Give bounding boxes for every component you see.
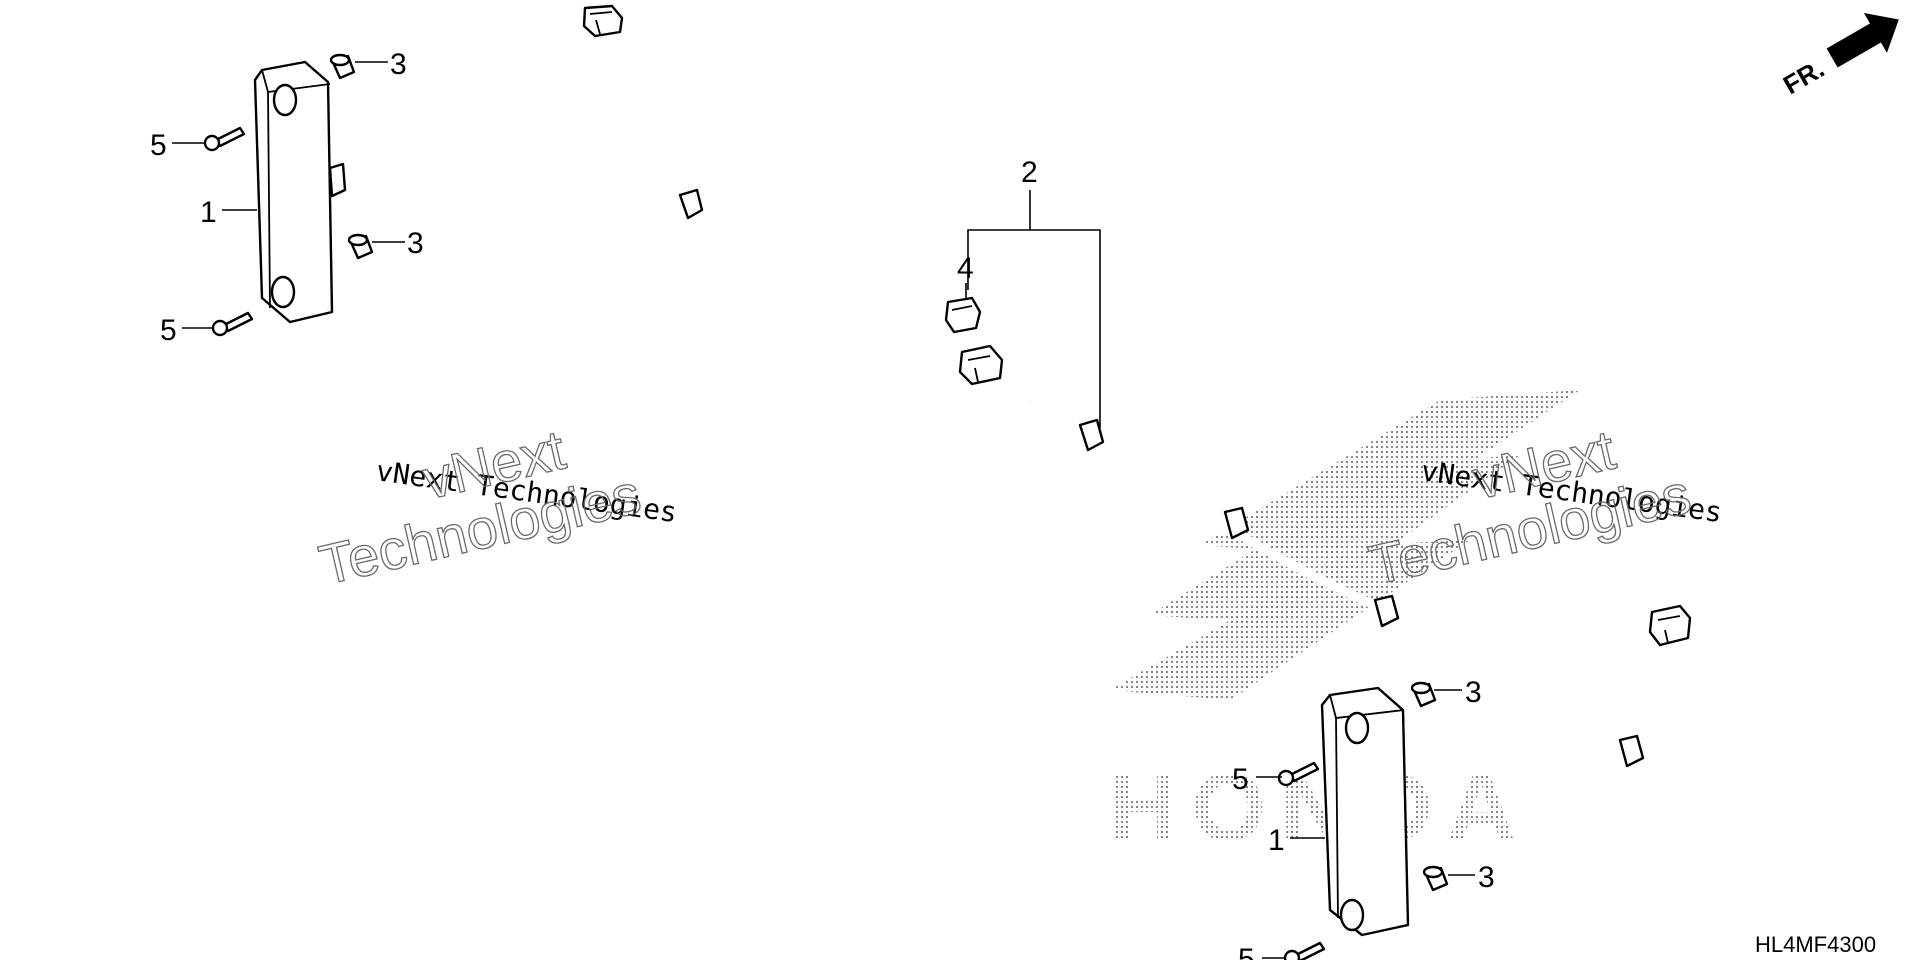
nut [329,53,356,80]
harness-clip [1373,594,1400,628]
callout-part-5: 5 [1238,943,1255,960]
front-arrow-icon [1826,13,1899,68]
harness-connector-top [582,4,624,38]
callout-part-3: 3 [390,48,407,81]
wire-harness [599,18,1713,756]
leader-lines [172,61,1475,959]
bolt [203,126,246,152]
nut [1422,865,1449,892]
callout-part-3: 3 [1478,861,1495,894]
harness-connector-mid [958,344,1004,386]
diagram-code: HL4MF4300 [1755,932,1876,957]
bolt [211,311,254,337]
callout-part-1: 1 [200,196,217,229]
bolt [1283,941,1326,965]
callout-part-1: 1 [1268,824,1285,857]
bolt [1277,761,1320,787]
watermark-outline-left: vNext Technologies [313,417,647,597]
harness-clip [1223,506,1250,540]
nut [1410,681,1437,708]
honda-brand-watermark: HONDA [1108,754,1530,861]
left-side-lamp [253,60,347,324]
nut [347,233,374,260]
right-side-lamp [1320,686,1410,937]
harness-clip [1618,734,1645,768]
lamp-mount-hole [1344,711,1370,745]
callout-part-2: 2 [1021,156,1038,189]
lamp-mount-hole [272,83,298,117]
harness-clip [1078,418,1105,452]
honda-wing-watermark [1110,390,1580,700]
front-direction-indicator: FR. [1778,13,1899,100]
harness-clip [678,188,704,220]
harness-connector-right [1648,604,1692,647]
callout-part-5: 5 [160,314,177,347]
callout-part-5: 5 [1232,763,1249,796]
part-4-connector [944,296,982,334]
lamp-mount-hole [270,275,296,309]
callout-part-5: 5 [150,129,167,162]
callout-part-3: 3 [407,227,424,260]
lamp-mount-hole [1339,898,1365,932]
callout-part-4: 4 [957,252,974,285]
callout-part-3: 3 [1465,676,1482,709]
front-direction-label: FR. [1778,53,1829,100]
